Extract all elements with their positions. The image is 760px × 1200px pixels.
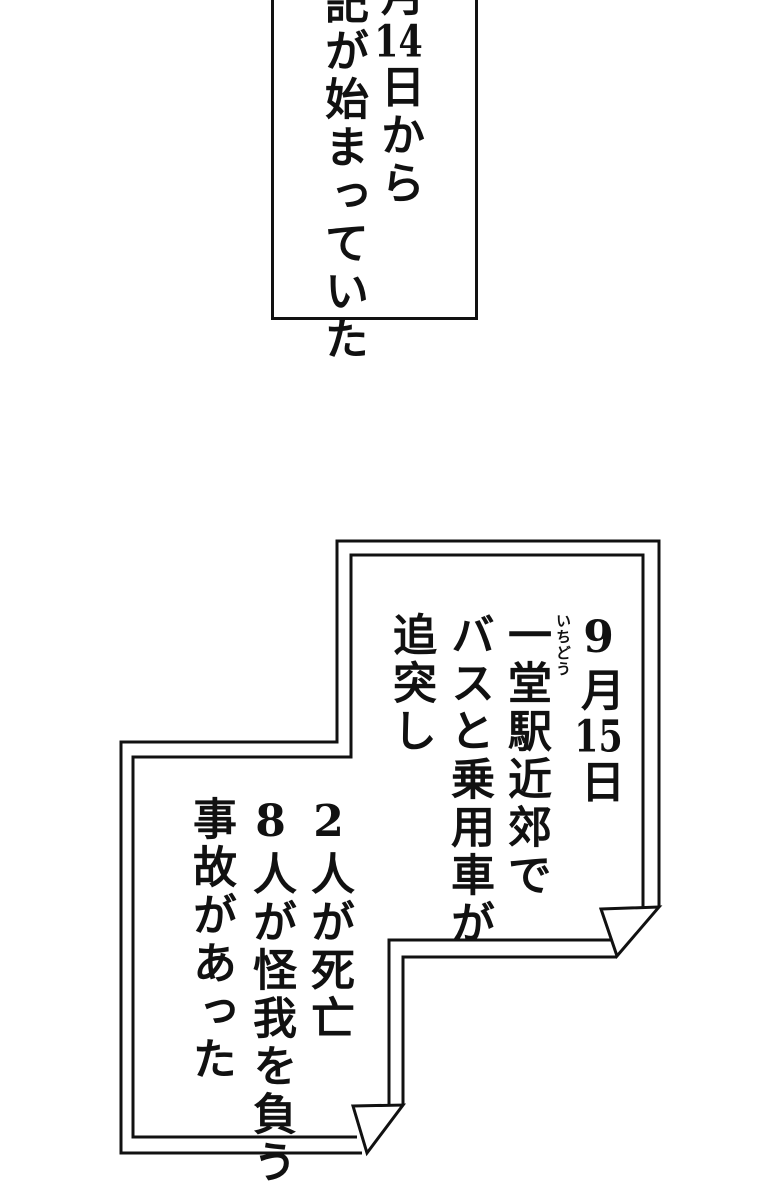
caption-text-column: 9月15日 <box>573 612 624 807</box>
caption-text-column: 記が始まっていた <box>317 0 368 364</box>
caption-text-column: 一堂駅近郊で <box>500 612 551 900</box>
caption-text-column: 2人が死亡 <box>303 796 354 1043</box>
caption-text-column: 8人が怪我を負う <box>245 796 296 1187</box>
caption-box-top <box>271 0 478 320</box>
frame-inner-line <box>401 955 617 1105</box>
caption-text-column: バスと乗用車が <box>443 612 494 948</box>
frame-inner-line <box>131 553 645 1139</box>
frame-outer-line <box>119 539 661 1155</box>
furigana: いちどう <box>554 613 572 677</box>
caption-text-column: 月14日から <box>373 0 424 208</box>
caption-text-column: 追突し <box>385 612 436 756</box>
caption-text-column: 事故があった <box>185 796 236 1084</box>
page-curl-fold <box>598 905 663 959</box>
page-curl-fold <box>350 1103 407 1157</box>
frame-outer-line <box>387 938 612 1105</box>
